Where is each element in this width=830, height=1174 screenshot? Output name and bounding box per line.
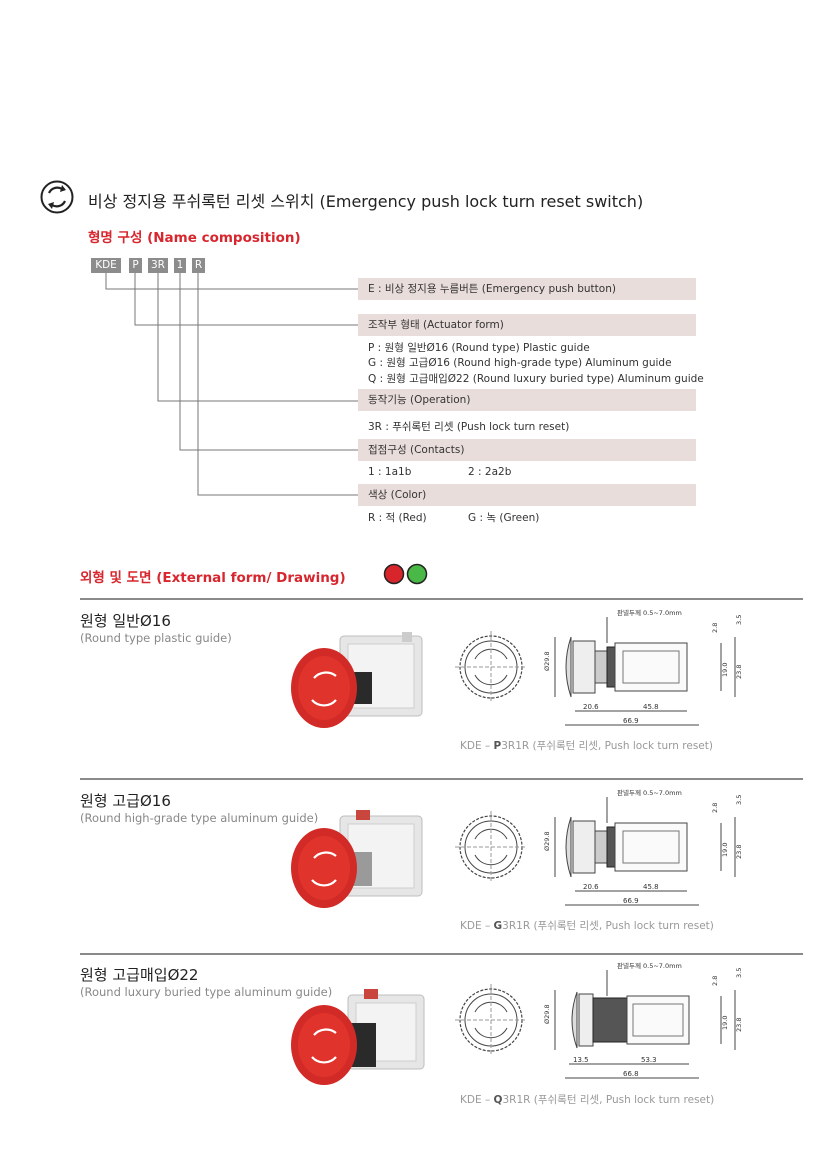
caption-code: Q: [493, 1094, 503, 1106]
group-bar-color: 색상 (Color): [358, 484, 696, 506]
caption-rest: 3R1R (푸쉬록턴 리셋, Push lock turn reset): [502, 920, 714, 932]
drawing-view: Ø29.8 13.5 53.3 66.8 판넬두께 0.5~7.0mm 2.8 …: [455, 961, 743, 1079]
product-title: 원형 일반Ø16: [80, 612, 171, 630]
dim-h3: 19.0: [721, 663, 729, 677]
option-contacts-2: 2 : 2a2b: [468, 466, 512, 478]
product-photo: [291, 989, 425, 1085]
dim-h1: 2.8: [711, 803, 719, 813]
option-color-g: G : 녹 (Green): [468, 512, 540, 524]
code-part-color: R: [192, 258, 205, 273]
option-contacts-1: 1 : 1a1b: [368, 466, 412, 478]
dim-total: 66.8: [623, 1070, 639, 1078]
section-divider: [80, 778, 803, 780]
code-part-kde: KDE: [91, 258, 121, 273]
external-form-heading: 외형 및 도면 (External form/ Drawing): [80, 570, 346, 586]
option-actuator-p: P : 원형 일반Ø16 (Round type) Plastic guide: [368, 342, 590, 354]
product-subtitle: (Round type plastic guide): [80, 631, 232, 645]
dim-h4: 23.8: [735, 1018, 743, 1032]
caption-code: P: [493, 740, 502, 752]
group-bar-contacts: 접점구성 (Contacts): [358, 439, 696, 461]
dim-h3: 19.0: [721, 1016, 729, 1030]
page-header: 비상 정지용 푸쉬록턴 리셋 스위치 (Emergency push lock …: [40, 180, 740, 216]
dim-a: 20.6: [583, 883, 599, 891]
section-divider: [80, 953, 803, 955]
composition-connectors: [105, 273, 358, 496]
code-part-contacts: 1: [174, 258, 186, 273]
product-subtitle: (Round luxury buried type aluminum guide…: [80, 985, 333, 999]
dim-h2: 3.5: [735, 968, 743, 978]
section-divider: [80, 598, 803, 600]
dim-h2: 3.5: [735, 795, 743, 805]
group-bar-emergency: E : 비상 정지용 누름버튼 (Emergency push button): [358, 278, 696, 300]
code-part-actuator: P: [129, 258, 142, 273]
dim-h3: 19.0: [721, 843, 729, 857]
caption-prefix: KDE –: [460, 920, 494, 932]
product-subtitle: (Round high-grade type aluminum guide): [80, 811, 319, 825]
drawing-view: Ø29.8 20.6 45.8 66.9 판넬두께 0.5~7.0mm 2.8 …: [455, 608, 743, 726]
dim-diameter: Ø29.8: [543, 1004, 551, 1024]
dim-a: 13.5: [573, 1056, 589, 1064]
dim-diameter: Ø29.8: [543, 651, 551, 671]
option-color-r: R : 적 (Red): [368, 512, 427, 524]
red-swatch: [383, 563, 405, 585]
dim-b: 45.8: [643, 883, 659, 891]
green-swatch: [406, 563, 428, 585]
page-title: 비상 정지용 푸쉬록턴 리셋 스위치 (Emergency push lock …: [88, 192, 644, 211]
dim-panel: 판넬두께 0.5~7.0mm: [617, 788, 682, 797]
caption-prefix: KDE –: [460, 740, 494, 752]
dim-h1: 2.8: [711, 623, 719, 633]
product-caption: KDE – Q3R1R (푸쉬록턴 리셋, Push lock turn res…: [460, 1092, 714, 1107]
product-photo: [291, 810, 423, 908]
product-photo: [291, 632, 423, 728]
dim-h4: 23.8: [735, 845, 743, 859]
dim-total: 66.9: [623, 717, 639, 725]
rotate-arrows-icon: [40, 180, 74, 214]
dim-b: 53.3: [641, 1056, 657, 1064]
name-composition-heading: 형명 구성 (Name composition): [88, 230, 301, 246]
color-swatches: [383, 563, 428, 585]
group-bar-operation: 동작기능 (Operation): [358, 389, 696, 411]
product-title: 원형 고급매입Ø22: [80, 966, 199, 984]
option-actuator-q: Q : 원형 고급매입Ø22 (Round luxury buried type…: [368, 373, 704, 385]
dim-h2: 3.5: [735, 615, 743, 625]
dim-h1: 2.8: [711, 976, 719, 986]
dim-panel: 판넬두께 0.5~7.0mm: [617, 961, 682, 970]
caption-prefix: KDE –: [460, 1094, 494, 1106]
dim-b: 45.8: [643, 703, 659, 711]
code-part-operation: 3R: [148, 258, 168, 273]
caption-rest: 3R1R (푸쉬록턴 리셋, Push lock turn reset): [501, 740, 713, 752]
group-bar-actuator: 조작부 형태 (Actuator form): [358, 314, 696, 336]
caption-code: G: [493, 920, 503, 932]
dim-total: 66.9: [623, 897, 639, 905]
option-operation-3r: 3R : 푸쉬록턴 리셋 (Push lock turn reset): [368, 421, 570, 433]
product-caption: KDE – P3R1R (푸쉬록턴 리셋, Push lock turn res…: [460, 738, 713, 753]
dim-h4: 23.8: [735, 665, 743, 679]
product-title: 원형 고급Ø16: [80, 792, 171, 810]
option-actuator-g: G : 원형 고급Ø16 (Round high-grade type) Alu…: [368, 357, 672, 369]
product-caption: KDE – G3R1R (푸쉬록턴 리셋, Push lock turn res…: [460, 918, 714, 933]
dim-a: 20.6: [583, 703, 599, 711]
dim-diameter: Ø29.8: [543, 831, 551, 851]
drawing-view: Ø29.8 20.6 45.8 66.9 판넬두께 0.5~7.0mm 2.8 …: [455, 788, 743, 906]
caption-rest: 3R1R (푸쉬록턴 리셋, Push lock turn reset): [502, 1094, 715, 1106]
dim-panel: 판넬두께 0.5~7.0mm: [617, 608, 682, 617]
